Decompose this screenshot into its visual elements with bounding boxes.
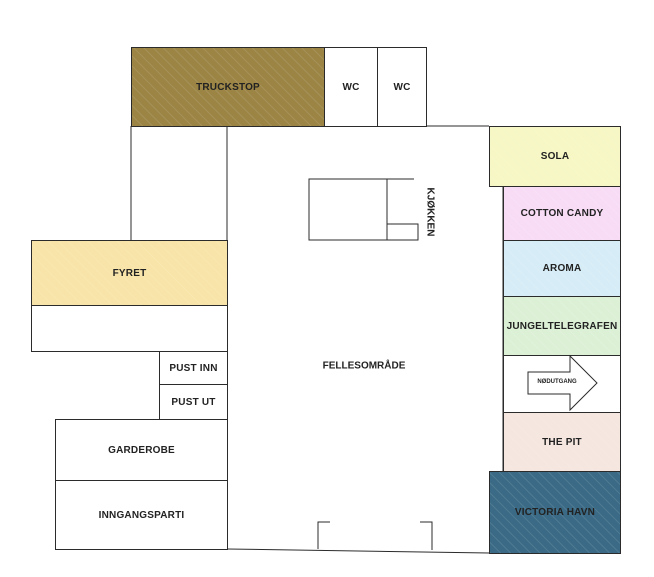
room-fyret: FYRET — [31, 240, 228, 306]
room-wc-2: WC — [377, 47, 427, 127]
room-wc-1: WC — [324, 47, 378, 127]
room-sola: SOLA — [489, 126, 621, 187]
room-pust-ut: PUST UT — [159, 384, 228, 420]
room-pust-inn: PUST INN — [159, 351, 228, 385]
kitchen-label: KJØKKEN — [424, 187, 436, 237]
room-cotton-candy: COTTON CANDY — [503, 186, 621, 241]
room-below-fyret — [31, 305, 228, 352]
common-area-label: FELLESOMRÅDE — [322, 360, 406, 372]
room-victoria-havn: VICTORIA HAVN — [489, 471, 621, 554]
room-truckstop: TRUCKSTOP — [131, 47, 325, 127]
room-aroma: AROMA — [503, 240, 621, 297]
room-garderobe: GARDEROBE — [55, 419, 228, 481]
emergency-exit-label: NØDUTGANG — [537, 379, 577, 385]
room-inngangsparti: INNGANGSPARTI — [55, 480, 228, 550]
room-jungeltelegrafen: JUNGELTELEGRAFEN — [503, 296, 621, 356]
room-the-pit: THE PIT — [503, 412, 621, 472]
